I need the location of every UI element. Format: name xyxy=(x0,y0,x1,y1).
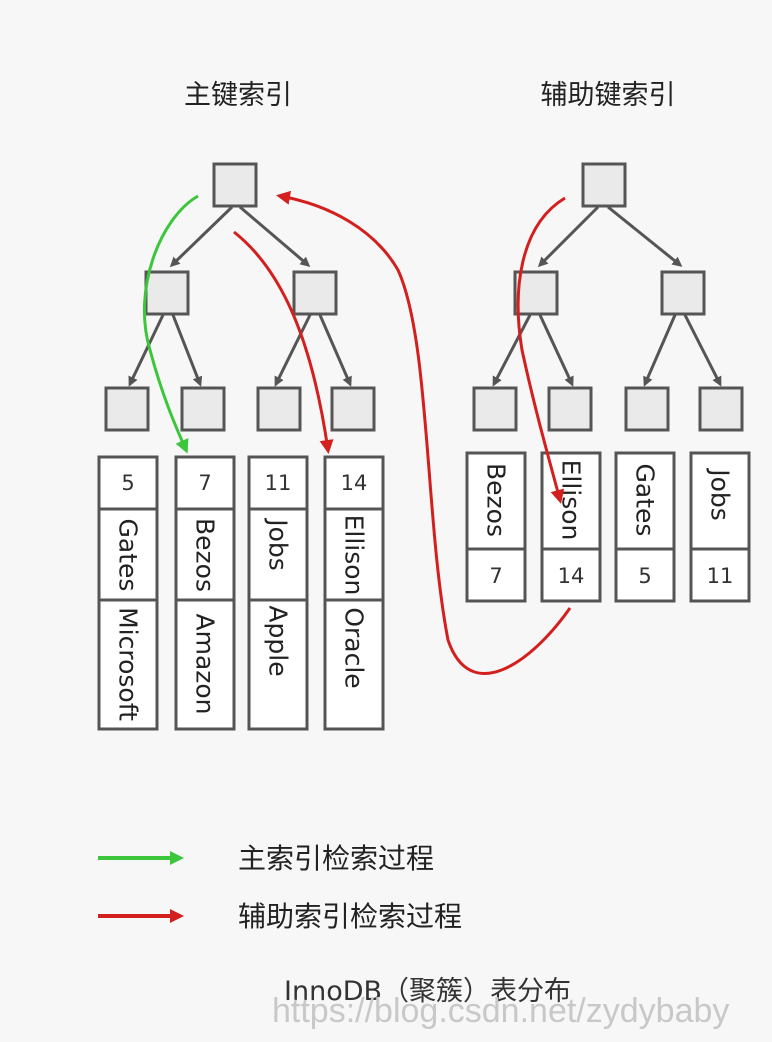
secondary-tree xyxy=(472,162,744,432)
tree-edge xyxy=(492,314,532,387)
record-id: 7 xyxy=(198,471,211,495)
secondary-index-title: 辅助键索引 xyxy=(541,80,676,111)
record-name: Gates xyxy=(631,464,660,537)
tree-edge xyxy=(239,205,311,267)
legend: 主索引检索过程 辅助索引检索过程 xyxy=(98,842,462,933)
leaf-page-node xyxy=(180,386,226,432)
record-name: Ellison xyxy=(340,515,369,596)
record-id: 5 xyxy=(121,471,134,495)
record-id: 14 xyxy=(558,564,585,588)
leaf-page-node xyxy=(330,386,376,432)
record-name: Bezos xyxy=(482,463,511,537)
leaf-page-node xyxy=(256,386,302,432)
record-id: 11 xyxy=(265,471,292,495)
record-name: Bezos xyxy=(191,518,220,592)
tree-edge xyxy=(643,314,677,387)
record-id: 5 xyxy=(638,564,651,588)
diagram-caption: InnoDB（聚簇）表分布 xyxy=(284,976,571,1007)
secondary-leaf-record: Jobs 11 xyxy=(689,451,751,603)
tree-edge xyxy=(128,314,165,387)
tree-edge xyxy=(607,205,683,267)
legend-secondary-label: 辅助索引检索过程 xyxy=(238,900,462,933)
tree-edge xyxy=(537,205,600,268)
leaf-page-node xyxy=(698,386,744,432)
secondary-leaf-record: Ellison 14 xyxy=(540,451,602,603)
primary-search-path-arrow xyxy=(142,194,199,454)
tree-edge xyxy=(169,205,234,268)
secondary-leaf-record: Bezos 7 xyxy=(465,451,527,603)
internal-node xyxy=(513,270,559,316)
legend-primary-label: 主索引检索过程 xyxy=(238,842,434,875)
primary-lookup-path-arrow xyxy=(233,230,334,454)
tree-edge xyxy=(274,314,312,387)
tree-edge xyxy=(683,314,722,387)
record-id: 11 xyxy=(707,564,734,588)
leaf-page-node xyxy=(472,386,518,432)
watermark: https://blog.csdn.net/zydybaby xyxy=(272,992,729,1030)
record-company: Oracle xyxy=(340,607,369,688)
primary-leaf-record: 7 Bezos Amazon xyxy=(174,455,236,731)
tree-edge xyxy=(171,314,203,387)
internal-node xyxy=(144,270,190,316)
back-to-table-path-arrow xyxy=(276,190,572,675)
leaf-page-node xyxy=(547,386,593,432)
secondary-search-path-arrow xyxy=(516,196,566,504)
tree-edge xyxy=(538,314,574,387)
primary-index-title: 主键索引 xyxy=(184,80,292,111)
primary-tree xyxy=(104,162,376,432)
primary-leaf-record: 11 Jobs Apple xyxy=(247,455,309,731)
leaf-page-node xyxy=(104,386,150,432)
tree-edge xyxy=(318,314,352,387)
record-name: Ellison xyxy=(557,460,586,541)
record-company: Amazon xyxy=(191,613,220,714)
primary-leaf-record: 14 Ellison Oracle xyxy=(323,455,385,731)
record-name: Jobs xyxy=(264,517,293,571)
root-node xyxy=(581,162,627,208)
record-id: 7 xyxy=(489,564,502,588)
internal-node xyxy=(660,270,706,316)
record-company: Microsoft xyxy=(114,607,143,721)
leaf-page-node xyxy=(624,386,670,432)
record-name: Gates xyxy=(114,519,143,592)
record-company: Apple xyxy=(264,605,293,676)
secondary-leaf-record: Gates 5 xyxy=(614,451,676,603)
primary-leaf-record: 5 Gates Microsoft xyxy=(97,455,159,731)
record-name: Jobs xyxy=(706,467,735,521)
internal-node xyxy=(292,270,338,316)
record-id: 14 xyxy=(341,471,368,495)
root-node xyxy=(212,162,258,208)
